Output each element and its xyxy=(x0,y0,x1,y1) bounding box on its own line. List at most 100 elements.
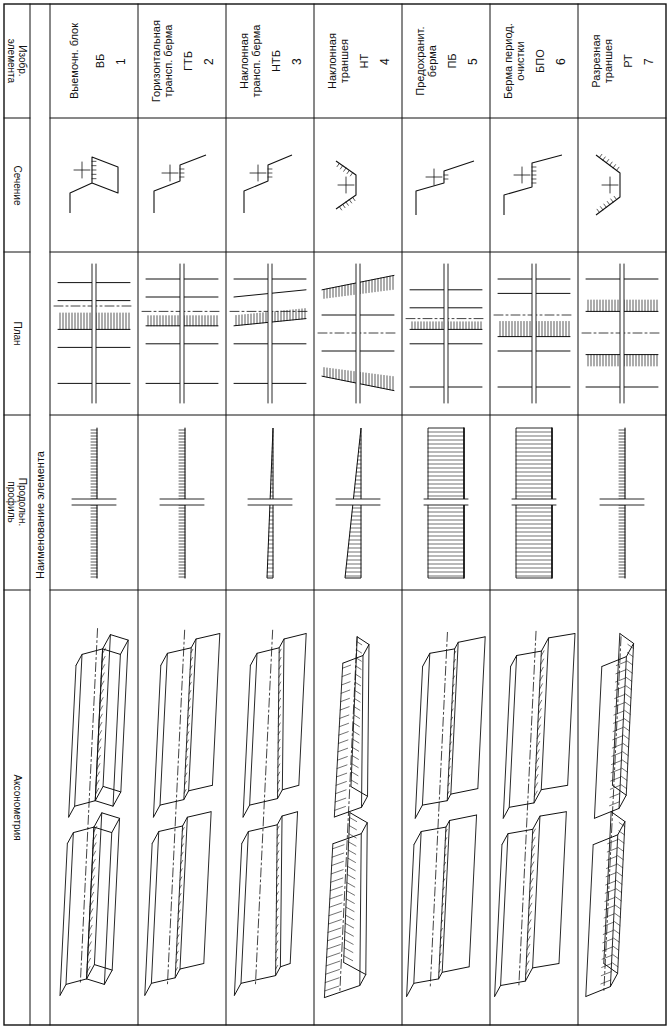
profile-hatch xyxy=(91,538,97,539)
axon-hatch xyxy=(279,657,281,661)
axon-hatch xyxy=(451,725,452,728)
hatch-tick xyxy=(339,207,341,210)
plan-hatch xyxy=(588,355,589,366)
break-line xyxy=(360,264,361,403)
hatch-tick xyxy=(347,170,349,173)
axon-hatch xyxy=(330,886,342,890)
axon-hatch xyxy=(610,794,620,798)
axon-hatch xyxy=(607,848,617,852)
table-rule xyxy=(226,4,227,1025)
profile-hatch xyxy=(179,439,185,440)
axon-hatch xyxy=(343,665,351,668)
profile-hatch xyxy=(619,511,625,512)
axon-hatch xyxy=(355,691,360,694)
axon-edge xyxy=(559,812,566,964)
axon-hatch xyxy=(627,669,633,673)
plan-hatch xyxy=(551,321,552,336)
break-line xyxy=(624,264,625,403)
profile-hatch xyxy=(349,540,361,541)
axon-edge xyxy=(618,822,625,974)
axon-hatch xyxy=(532,845,535,850)
axon-hatch xyxy=(536,758,539,763)
axon-hatch xyxy=(346,915,354,920)
axon-edge xyxy=(75,654,82,806)
plan-hatch xyxy=(427,322,428,330)
profile-sketch xyxy=(70,428,118,578)
axon-edge xyxy=(234,964,290,996)
profile-hatch xyxy=(352,516,361,517)
axon-edge xyxy=(242,812,298,844)
profile-hatch xyxy=(179,541,185,542)
axon-hatch xyxy=(348,850,355,854)
table-rule xyxy=(50,118,666,119)
axon-hatch xyxy=(326,961,340,966)
axis-cross xyxy=(170,165,171,181)
axon-hatch xyxy=(333,845,344,849)
plan-hatch xyxy=(651,300,652,311)
plan-hatch xyxy=(105,313,106,329)
table-border xyxy=(4,4,666,1025)
axon-edge xyxy=(366,823,367,975)
profile-hatch xyxy=(619,538,625,539)
plan-hatch xyxy=(418,322,419,330)
profile-hatch xyxy=(516,480,552,481)
axon-hatch xyxy=(618,856,624,860)
axon-edge xyxy=(334,787,367,817)
plan-hatch xyxy=(251,314,252,324)
profile-hatch xyxy=(619,487,625,488)
plan-hatch xyxy=(503,321,504,336)
plan-hatch xyxy=(242,315,243,325)
profile-hatch xyxy=(619,463,625,464)
element-name: Горизонтальная трансп. берма xyxy=(150,17,174,105)
axon-edge xyxy=(104,833,111,985)
axon-hatch xyxy=(608,840,618,844)
plan-hatch xyxy=(600,355,601,366)
axon-hatch xyxy=(97,755,100,761)
plan-hatch xyxy=(387,277,388,290)
plan-hatch xyxy=(563,321,564,336)
axon-edge xyxy=(414,832,421,984)
profile-hatch xyxy=(619,571,625,572)
axon-edge xyxy=(469,815,476,967)
plan-hatch xyxy=(648,300,649,311)
profile-hatch xyxy=(267,568,273,569)
profile-hatch xyxy=(269,520,273,521)
hatch-tick xyxy=(180,177,184,178)
axon-hatch xyxy=(442,912,443,915)
profile-hatch xyxy=(428,528,464,529)
axon-hatch xyxy=(348,866,356,870)
table-grid xyxy=(4,4,666,1025)
profile-hatch xyxy=(428,540,464,541)
profile-hatch xyxy=(619,469,625,470)
profile-hatch xyxy=(179,523,185,524)
table-rule xyxy=(50,415,666,416)
axon-hatch xyxy=(180,877,182,881)
table-rule xyxy=(490,4,491,1025)
break-line xyxy=(336,505,380,506)
axon-edge xyxy=(204,812,211,964)
axon-edge xyxy=(593,812,625,845)
profile-hatch xyxy=(91,562,97,563)
section-sketch xyxy=(416,161,474,215)
profile-hatch xyxy=(619,535,625,536)
plan-hatch xyxy=(254,314,255,324)
profile-hatch xyxy=(352,508,361,509)
profile-hatch xyxy=(91,559,97,560)
plan-hatch xyxy=(69,313,70,329)
axonometric-sketch xyxy=(60,629,128,996)
break-line xyxy=(424,505,468,506)
plan-hatch xyxy=(275,312,276,322)
axon-hatch xyxy=(277,843,279,847)
axon-hatch xyxy=(278,748,280,752)
axon-hatch xyxy=(531,854,534,859)
axon-hatch xyxy=(541,659,544,664)
axon-hatch xyxy=(441,920,442,923)
plan-hatch xyxy=(627,300,628,311)
profile-hatch xyxy=(270,496,273,497)
profile-hatch xyxy=(91,445,97,446)
profile-hatch xyxy=(91,547,97,548)
axon-edge xyxy=(290,812,297,964)
plan-hatch xyxy=(393,377,394,391)
profile-hatch xyxy=(91,556,97,557)
profile-hatch xyxy=(179,547,185,548)
